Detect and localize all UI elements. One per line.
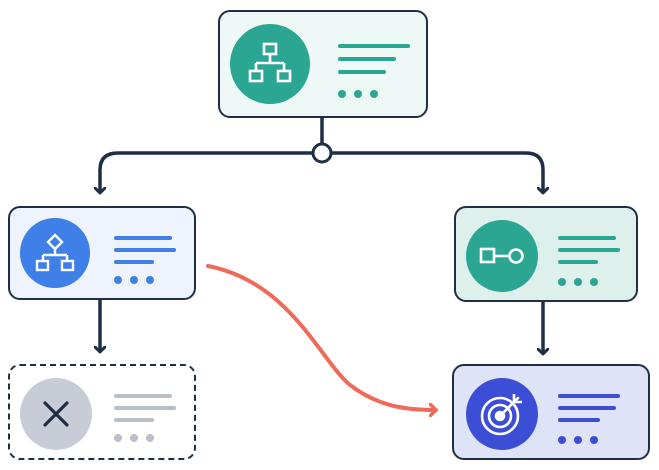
- node-right[interactable]: [454, 206, 638, 302]
- text-line: [114, 260, 154, 264]
- text-line: [558, 260, 598, 264]
- decision-flowchart-icon: [20, 218, 90, 288]
- text-line: [338, 44, 410, 48]
- connector-icon: [466, 220, 538, 292]
- dot: [558, 436, 566, 444]
- dot: [130, 276, 138, 284]
- dot: [574, 278, 582, 286]
- text-line: [114, 418, 154, 422]
- dot: [590, 436, 598, 444]
- node-goal[interactable]: [452, 364, 650, 460]
- text-line: [114, 406, 176, 410]
- junction-node: [311, 142, 333, 164]
- target-icon: [466, 378, 538, 450]
- dot: [558, 278, 566, 286]
- dot: [146, 434, 154, 442]
- dot: [146, 276, 154, 284]
- dot: [590, 278, 598, 286]
- edge-root-to-right: [331, 151, 543, 193]
- text-line: [558, 394, 620, 398]
- dot: [574, 436, 582, 444]
- text-line: [338, 57, 396, 61]
- dot: [114, 276, 122, 284]
- dot: [354, 90, 362, 98]
- text-line: [338, 70, 386, 74]
- text-line: [558, 406, 616, 410]
- text-line: [558, 418, 600, 422]
- text-line: [114, 248, 176, 252]
- node-left[interactable]: [8, 206, 196, 300]
- close-icon: [20, 378, 92, 450]
- hierarchy-icon: [230, 24, 310, 104]
- text-line: [114, 236, 172, 240]
- text-line: [558, 248, 620, 252]
- edge-root-split: [100, 118, 543, 193]
- text-line: [114, 394, 172, 398]
- node-rejected[interactable]: [8, 364, 196, 460]
- dot: [130, 434, 138, 442]
- edge-root-to-left: [100, 151, 313, 193]
- node-root[interactable]: [218, 10, 428, 118]
- dot: [370, 90, 378, 98]
- dot: [338, 90, 346, 98]
- text-line: [558, 236, 616, 240]
- dot: [114, 434, 122, 442]
- edge-left-to-goal-red: [206, 264, 438, 410]
